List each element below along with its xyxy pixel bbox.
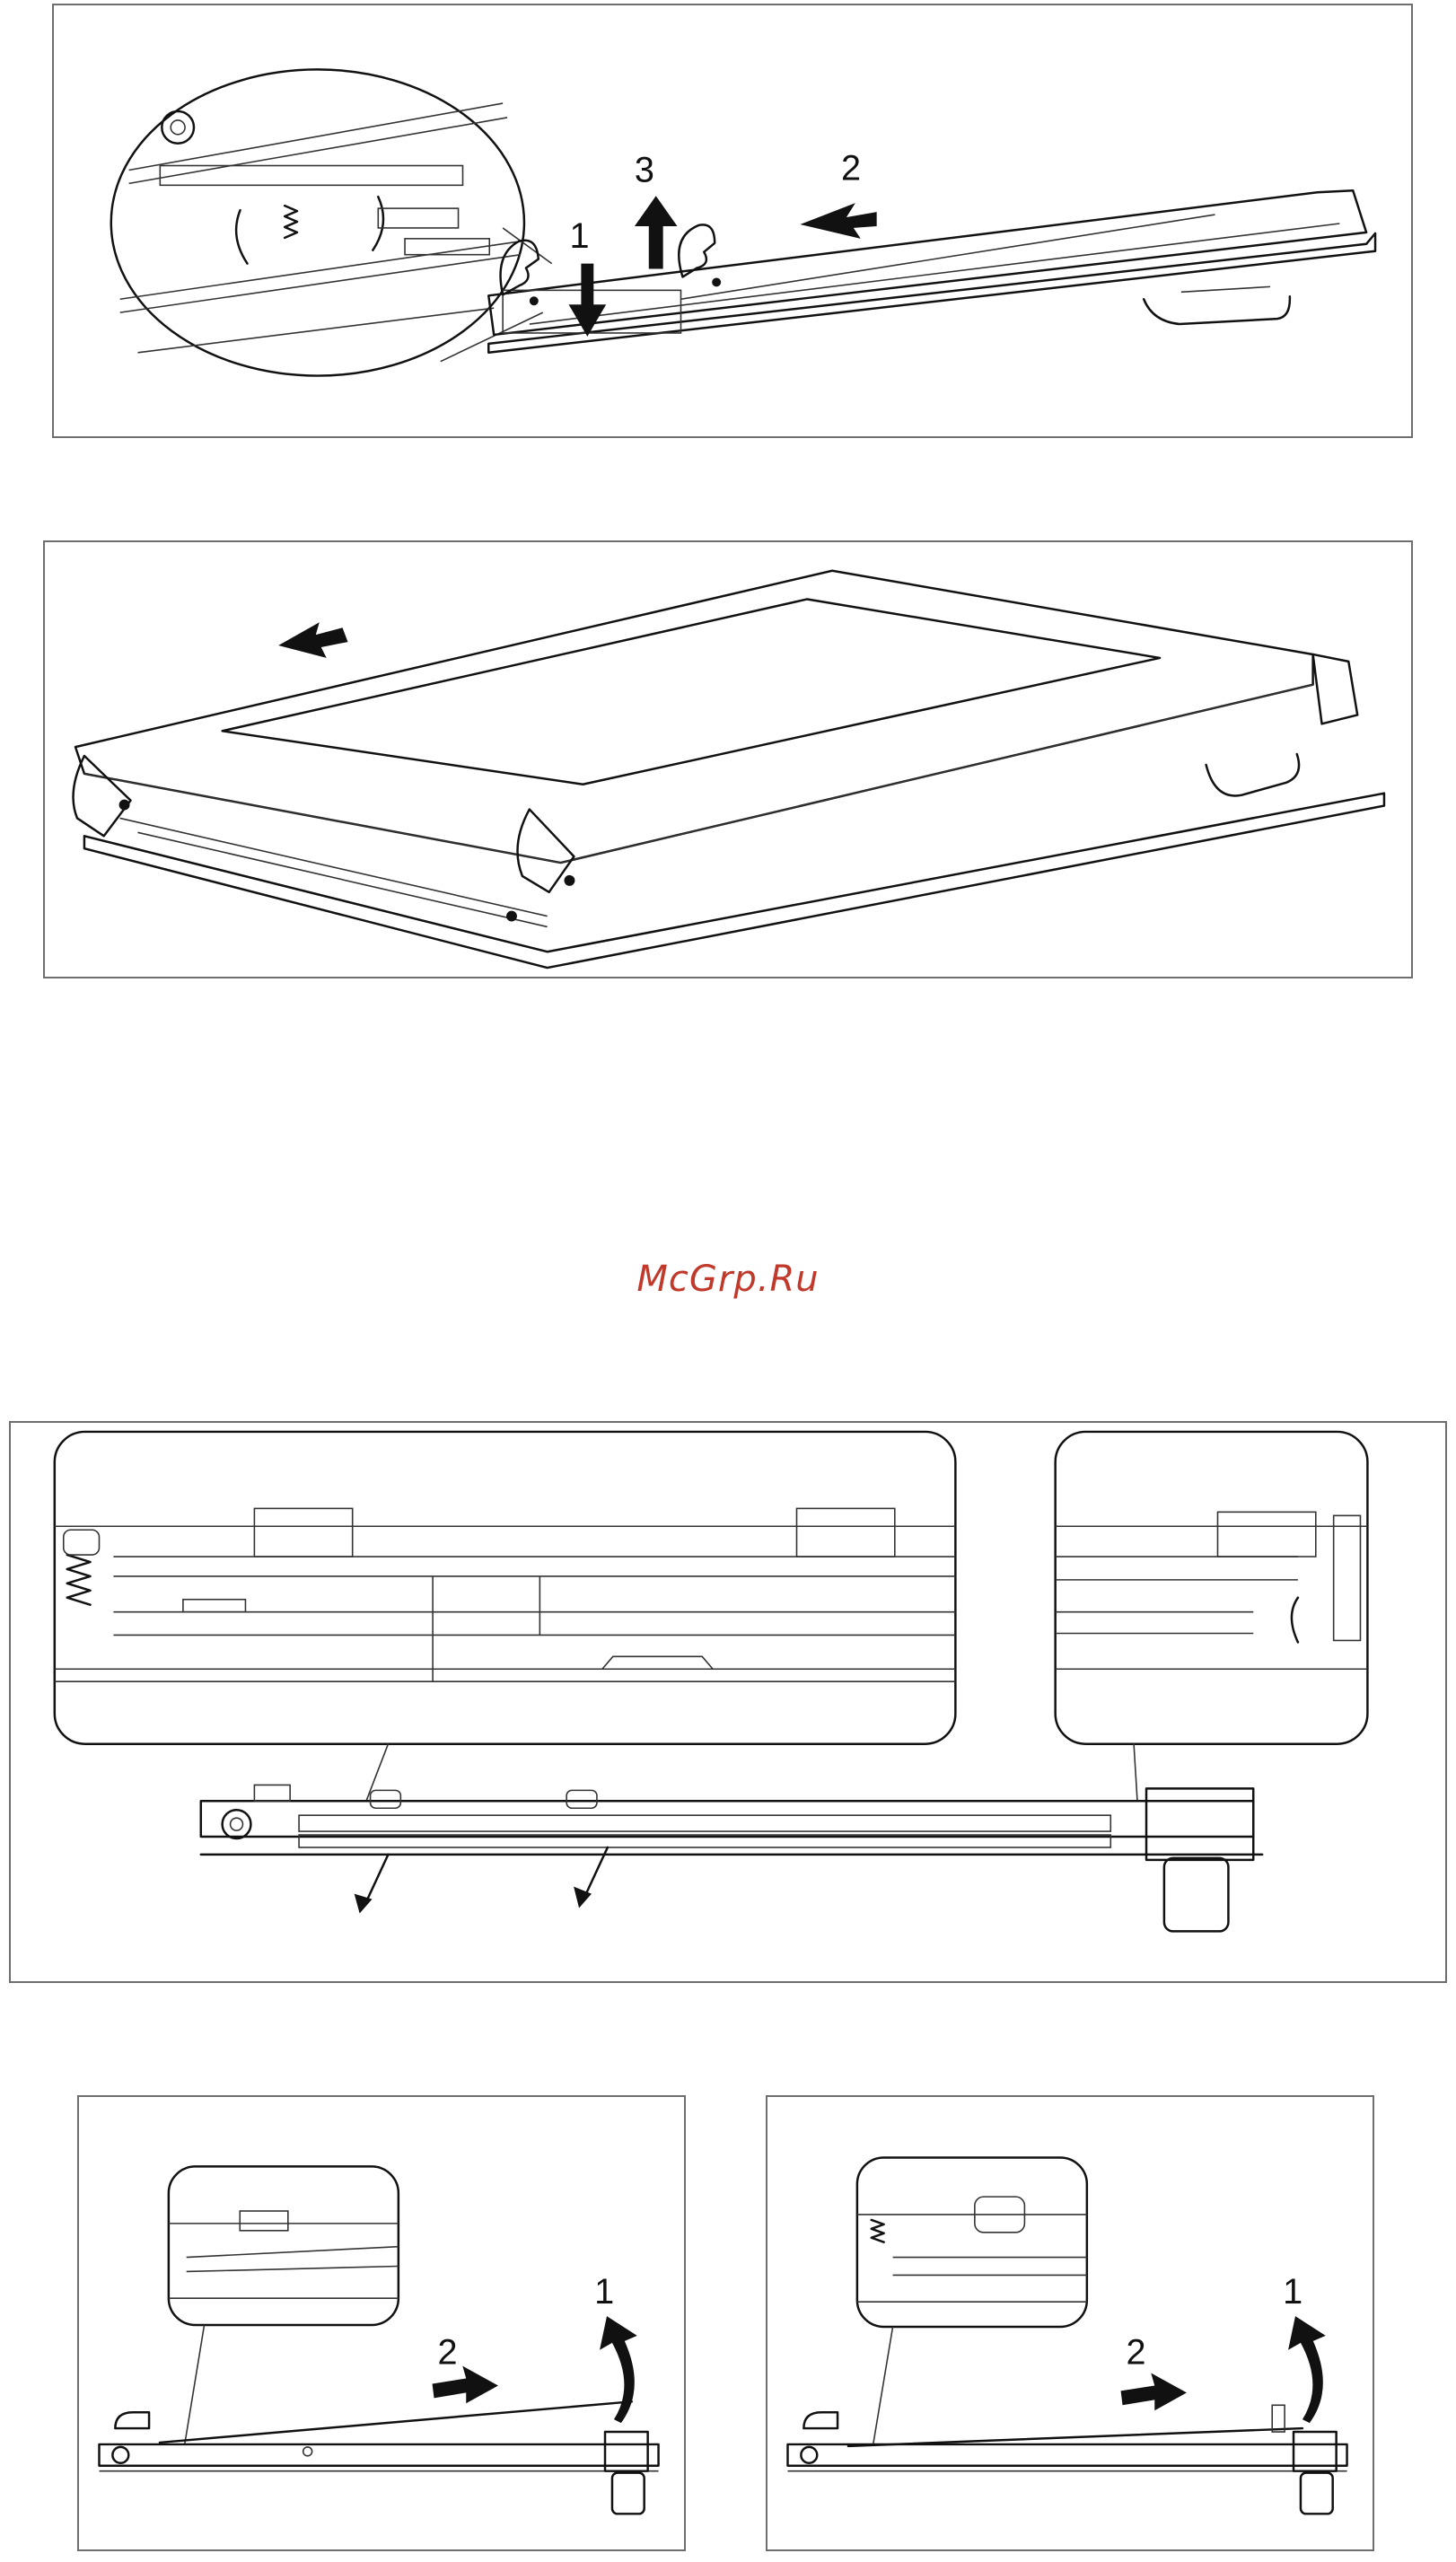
oven-door-tilted <box>488 190 1375 352</box>
step-label-1: 1 <box>1283 2272 1303 2312</box>
detail-box <box>169 2166 399 2444</box>
figure-1-hinge-release: 1 2 3 <box>52 4 1413 438</box>
figure-2-drawing <box>45 542 1411 977</box>
hinge-detail-magnifier <box>111 69 552 375</box>
figure-3-glass-panel-detail <box>9 1421 1447 1983</box>
detail-box-right <box>1056 1432 1368 1744</box>
step-label-1: 1 <box>594 2272 614 2312</box>
figure-3-drawing <box>11 1423 1445 1981</box>
curved-arrow-up-icon <box>1288 2316 1326 2423</box>
figure-4-drawing: 2 1 <box>79 2097 684 2549</box>
figure-1-drawing: 1 2 3 <box>54 5 1411 436</box>
figure-5-drawing: 2 1 <box>767 2097 1373 2549</box>
step-label-3: 3 <box>635 150 654 189</box>
arrow-left-icon <box>278 622 347 658</box>
arrow-diagonal-down-icon <box>355 1855 389 1914</box>
figure-4-glass-lift-left: 2 1 <box>77 2095 686 2551</box>
step-label-2: 2 <box>438 2333 458 2373</box>
step-label-1: 1 <box>570 216 590 256</box>
oven-door-lifted <box>74 571 1384 968</box>
arrow-left-icon <box>800 203 876 239</box>
arrow-right-icon <box>1121 2373 1187 2411</box>
detail-box <box>857 2157 1087 2444</box>
door-side-view <box>787 2405 1346 2514</box>
step-label-2: 2 <box>1127 2333 1146 2373</box>
arrow-diagonal-down-icon <box>574 1847 608 1908</box>
figure-5-glass-lift-right: 2 1 <box>766 2095 1374 2551</box>
door-side-view <box>99 2401 658 2514</box>
detail-box-left <box>55 1432 956 1744</box>
step-label-2: 2 <box>841 148 861 188</box>
figure-2-door-removed <box>43 540 1413 978</box>
arrow-up-icon <box>635 196 678 268</box>
curved-arrow-up-icon <box>600 2316 637 2423</box>
watermark: McGrp.Ru <box>0 1259 1456 1300</box>
